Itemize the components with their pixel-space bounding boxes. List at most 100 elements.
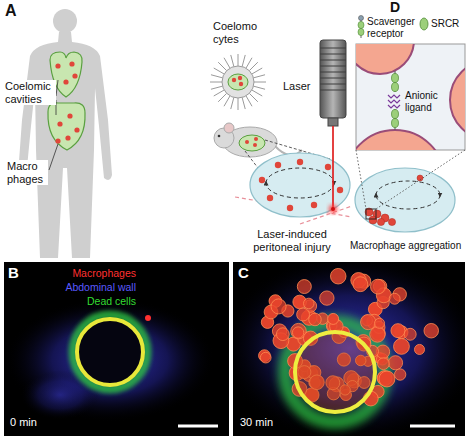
sea-urchin: [211, 86, 223, 89]
micrograph: [5, 298, 215, 422]
macrophage-dots: [55, 63, 60, 68]
sea-urchin: [214, 90, 224, 96]
laser-device: [320, 48, 346, 49]
macrophage-dots: [63, 79, 68, 84]
coelomic-cavity: [259, 159, 343, 211]
laser-device: [320, 60, 346, 61]
laser-device: [320, 40, 346, 126]
micrograph: [297, 308, 310, 321]
micrograph: [320, 291, 334, 305]
sea-urchin: [214, 68, 224, 74]
part-label: Coelomo cytes: [213, 20, 265, 45]
laser-device: [320, 72, 346, 73]
laser-beam: [329, 126, 337, 213]
macrophage-cell: [356, 130, 445, 150]
human-silhouette: [18, 32, 112, 258]
macrophage-cell: [450, 60, 465, 140]
micrograph: [404, 328, 416, 340]
micrograph: [391, 324, 405, 338]
micrograph: [379, 371, 395, 387]
leader-line: [56, 80, 58, 96]
coelomic-cavity: [355, 168, 455, 232]
sea-urchin: [231, 97, 234, 109]
sea-urchin: [210, 54, 266, 110]
laser-device: [320, 90, 346, 91]
macrophage-dots: [72, 73, 77, 78]
micrograph: [285, 322, 385, 422]
receptor-icon: [358, 28, 364, 35]
coelomic-cavity: [275, 162, 281, 168]
coelomic-cavity: [287, 205, 293, 211]
sea-urchin: [249, 62, 257, 70]
micrograph: [388, 356, 402, 370]
human-silhouette: [18, 9, 112, 258]
sea-urchin: [218, 93, 226, 101]
legend-label: Scavenger receptor: [367, 16, 419, 39]
macrophage-dots: [55, 61, 79, 143]
coelomic-cavity: [355, 168, 455, 232]
time-label: 30 min: [240, 416, 273, 429]
sea-urchin: [210, 82, 222, 83]
micrograph: [292, 327, 303, 338]
sea-urchin: [246, 58, 252, 68]
micrograph: [394, 338, 410, 354]
legend: MacrophagesAbdominal wallDead cells: [30, 266, 136, 308]
part-label: Anionic ligand: [405, 90, 447, 113]
legend-text: Dead cells: [87, 295, 136, 307]
coelomic-cavity: [388, 218, 395, 225]
part-label: Laser-induced peritoneal injury: [243, 228, 341, 253]
sea-urchin: [218, 62, 226, 70]
macrophage-dots: [74, 127, 79, 132]
sea-urchin: [253, 86, 265, 89]
laser-beam: [332, 126, 334, 209]
coelomic-cavity: [266, 183, 334, 198]
sea-urchin: [246, 96, 252, 106]
legend-entry: Dead cells: [30, 294, 136, 308]
micrograph: [304, 298, 315, 309]
micrograph: [4, 262, 229, 436]
leader-line: [49, 144, 58, 170]
micrograph: [414, 344, 424, 354]
micrograph: [233, 262, 465, 436]
micrograph: [410, 425, 455, 428]
coelomic-cavity: [266, 168, 334, 183]
micrograph: [389, 293, 400, 304]
sea-urchin: [242, 97, 245, 109]
coelomic-cavity: [366, 209, 376, 219]
macrophage-dots: [69, 61, 74, 66]
sea-urchin: [238, 76, 242, 80]
sea-urchin: [238, 54, 239, 66]
sea-urchin: [222, 66, 254, 98]
micrograph: [4, 262, 229, 436]
sea-urchin: [252, 90, 262, 96]
mouse: [253, 143, 257, 147]
legend-color: Dead cells: [87, 295, 136, 307]
zoom-line: [245, 151, 258, 168]
sea-urchin: [242, 55, 245, 67]
micrograph: [309, 313, 322, 326]
micrograph: [233, 262, 465, 436]
mouse: [214, 123, 302, 157]
laser-device: [320, 66, 346, 67]
coelomic-cavity: [250, 153, 350, 217]
coelomic-cavity: [259, 177, 265, 183]
micrograph: [178, 425, 218, 428]
sea-urchin: [210, 54, 266, 110]
laser-device: [320, 40, 346, 118]
scavenger-receptor: [392, 110, 399, 119]
coelomic-cavity: [377, 218, 384, 225]
micrograph: [328, 313, 339, 324]
laser-device: [320, 78, 346, 79]
micrograph: [378, 358, 390, 370]
receptor-icon: [358, 21, 364, 28]
micrograph: [374, 318, 384, 328]
mouse: [218, 135, 221, 138]
sea-urchin: [253, 75, 265, 78]
coelomic-cavity: [325, 164, 331, 170]
sea-urchin: [252, 68, 262, 74]
scavenger-receptor: [392, 119, 399, 128]
mouse: [224, 123, 234, 133]
legend-entry: Macrophages: [30, 266, 136, 280]
part-label: Macro phages: [6, 160, 48, 185]
